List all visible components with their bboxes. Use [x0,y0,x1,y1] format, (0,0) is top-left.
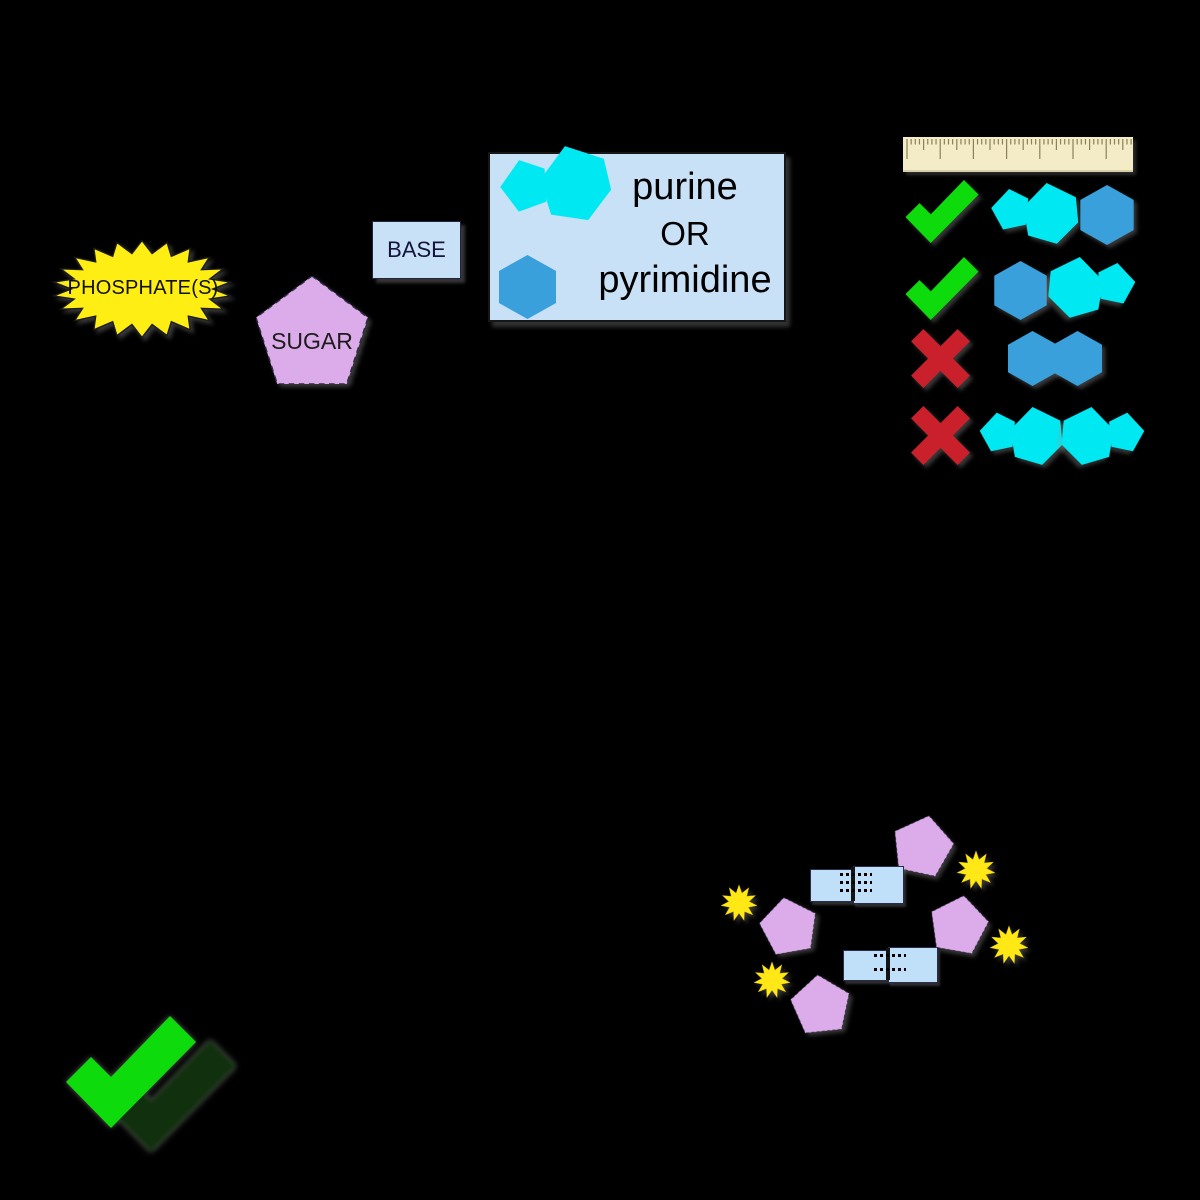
purine-text: purine [632,166,738,208]
pyrimidine-hexagon-icon [498,255,557,319]
base-type-text: purine OR pyrimidine [590,164,780,303]
phosphate-star-icon [989,925,1029,965]
hydrogen-bond-dotted-line [840,889,872,892]
base-label: BASE [387,237,446,262]
purine-shape-icon [974,407,1066,466]
pyrimidine-text: pyrimidine [598,259,772,301]
base-pair-seam [886,948,890,980]
hydrogen-bond-dotted-line [874,954,906,957]
pyrimidine-hexagon-icon [993,261,1048,320]
pyrimidine-hexagon-icon [1007,331,1058,386]
checkmark-icon [905,180,979,243]
hydrogen-bond-dotted-line [840,873,872,876]
base-pair-seam [851,867,855,901]
phosphate-star-icon [753,961,791,999]
sugar-pentagon-icon [788,971,853,1035]
base-type-box: purine OR pyrimidine [488,152,786,322]
purine-shape-icon [1058,407,1150,466]
cross-icon [911,329,970,388]
hydrogen-bond-dotted-line [840,881,872,884]
sugar-label: SUGAR [271,328,353,354]
checkmark-icon [64,1016,198,1128]
pyrimidine-hexagon-icon [1079,185,1135,245]
pyrimidine-hexagon-icon [1052,331,1103,386]
or-text: OR [660,215,710,252]
cross-icon [911,406,970,465]
sugar-pentagon-icon [755,891,821,957]
base-rect [853,866,904,904]
ruler-ticks [906,139,1132,159]
phosphate-starburst-icon [51,239,233,339]
phosphate-label: PHOSPHATE(S) [67,277,219,299]
phosphate-star-icon [720,884,758,922]
purine-shape-icon [1047,257,1139,319]
hydrogen-bond-dotted-line [874,968,906,971]
checkmark-icon [905,257,979,320]
purine-shape-icon [986,183,1081,245]
ruler-icon [903,137,1133,172]
base-rect [888,947,938,983]
phosphate-star-icon [956,850,996,890]
base-box: BASE [372,221,461,279]
